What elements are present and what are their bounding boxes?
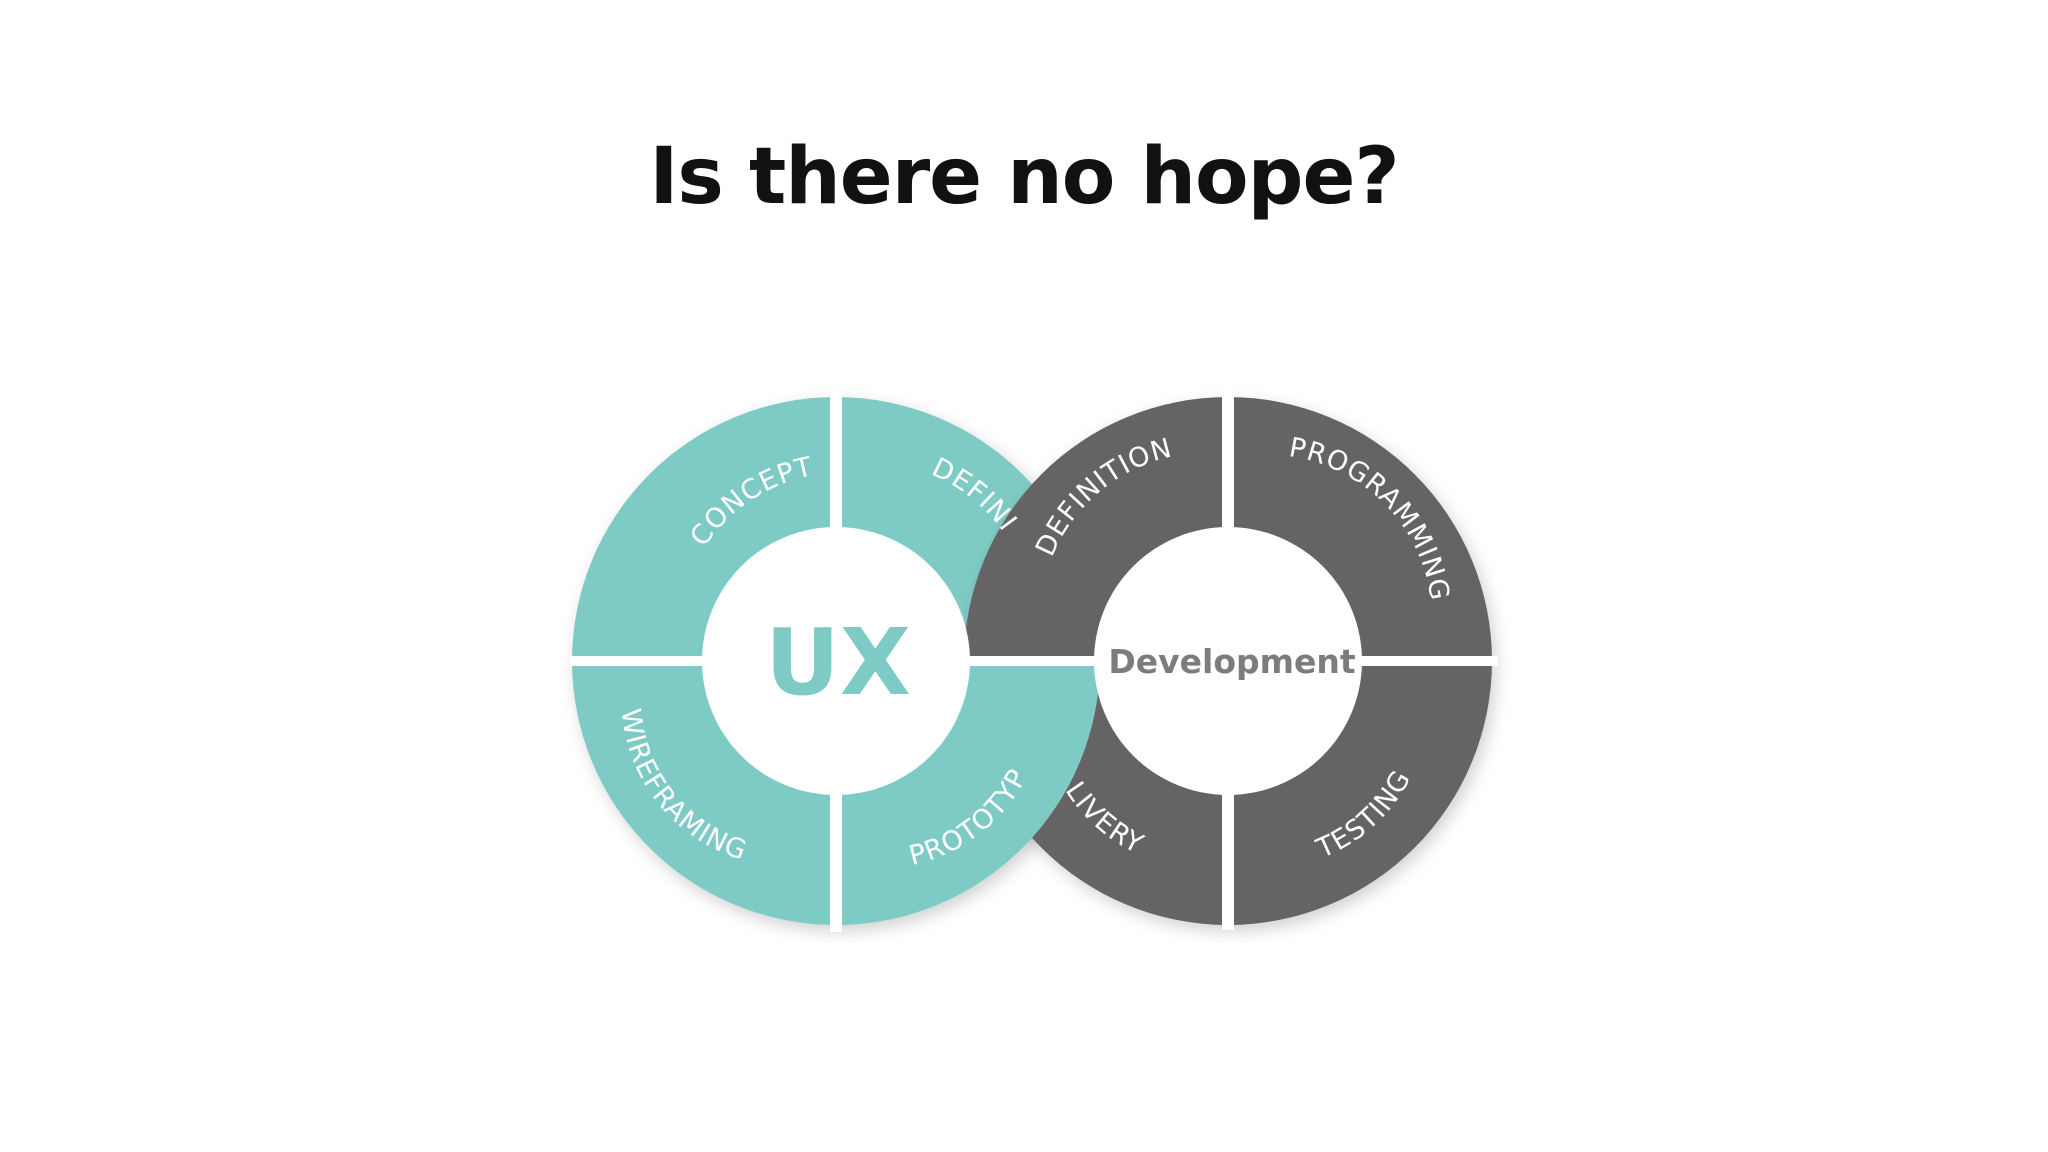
dev-divider-horizontal-right	[1228, 656, 1498, 666]
ux-center-label: UX	[765, 609, 911, 716]
dev-center-label: Development	[1108, 642, 1356, 681]
slide-title: Is there no hope?	[649, 132, 1399, 222]
dev-center-disc	[1094, 527, 1362, 795]
ux-center-disc	[702, 527, 970, 795]
